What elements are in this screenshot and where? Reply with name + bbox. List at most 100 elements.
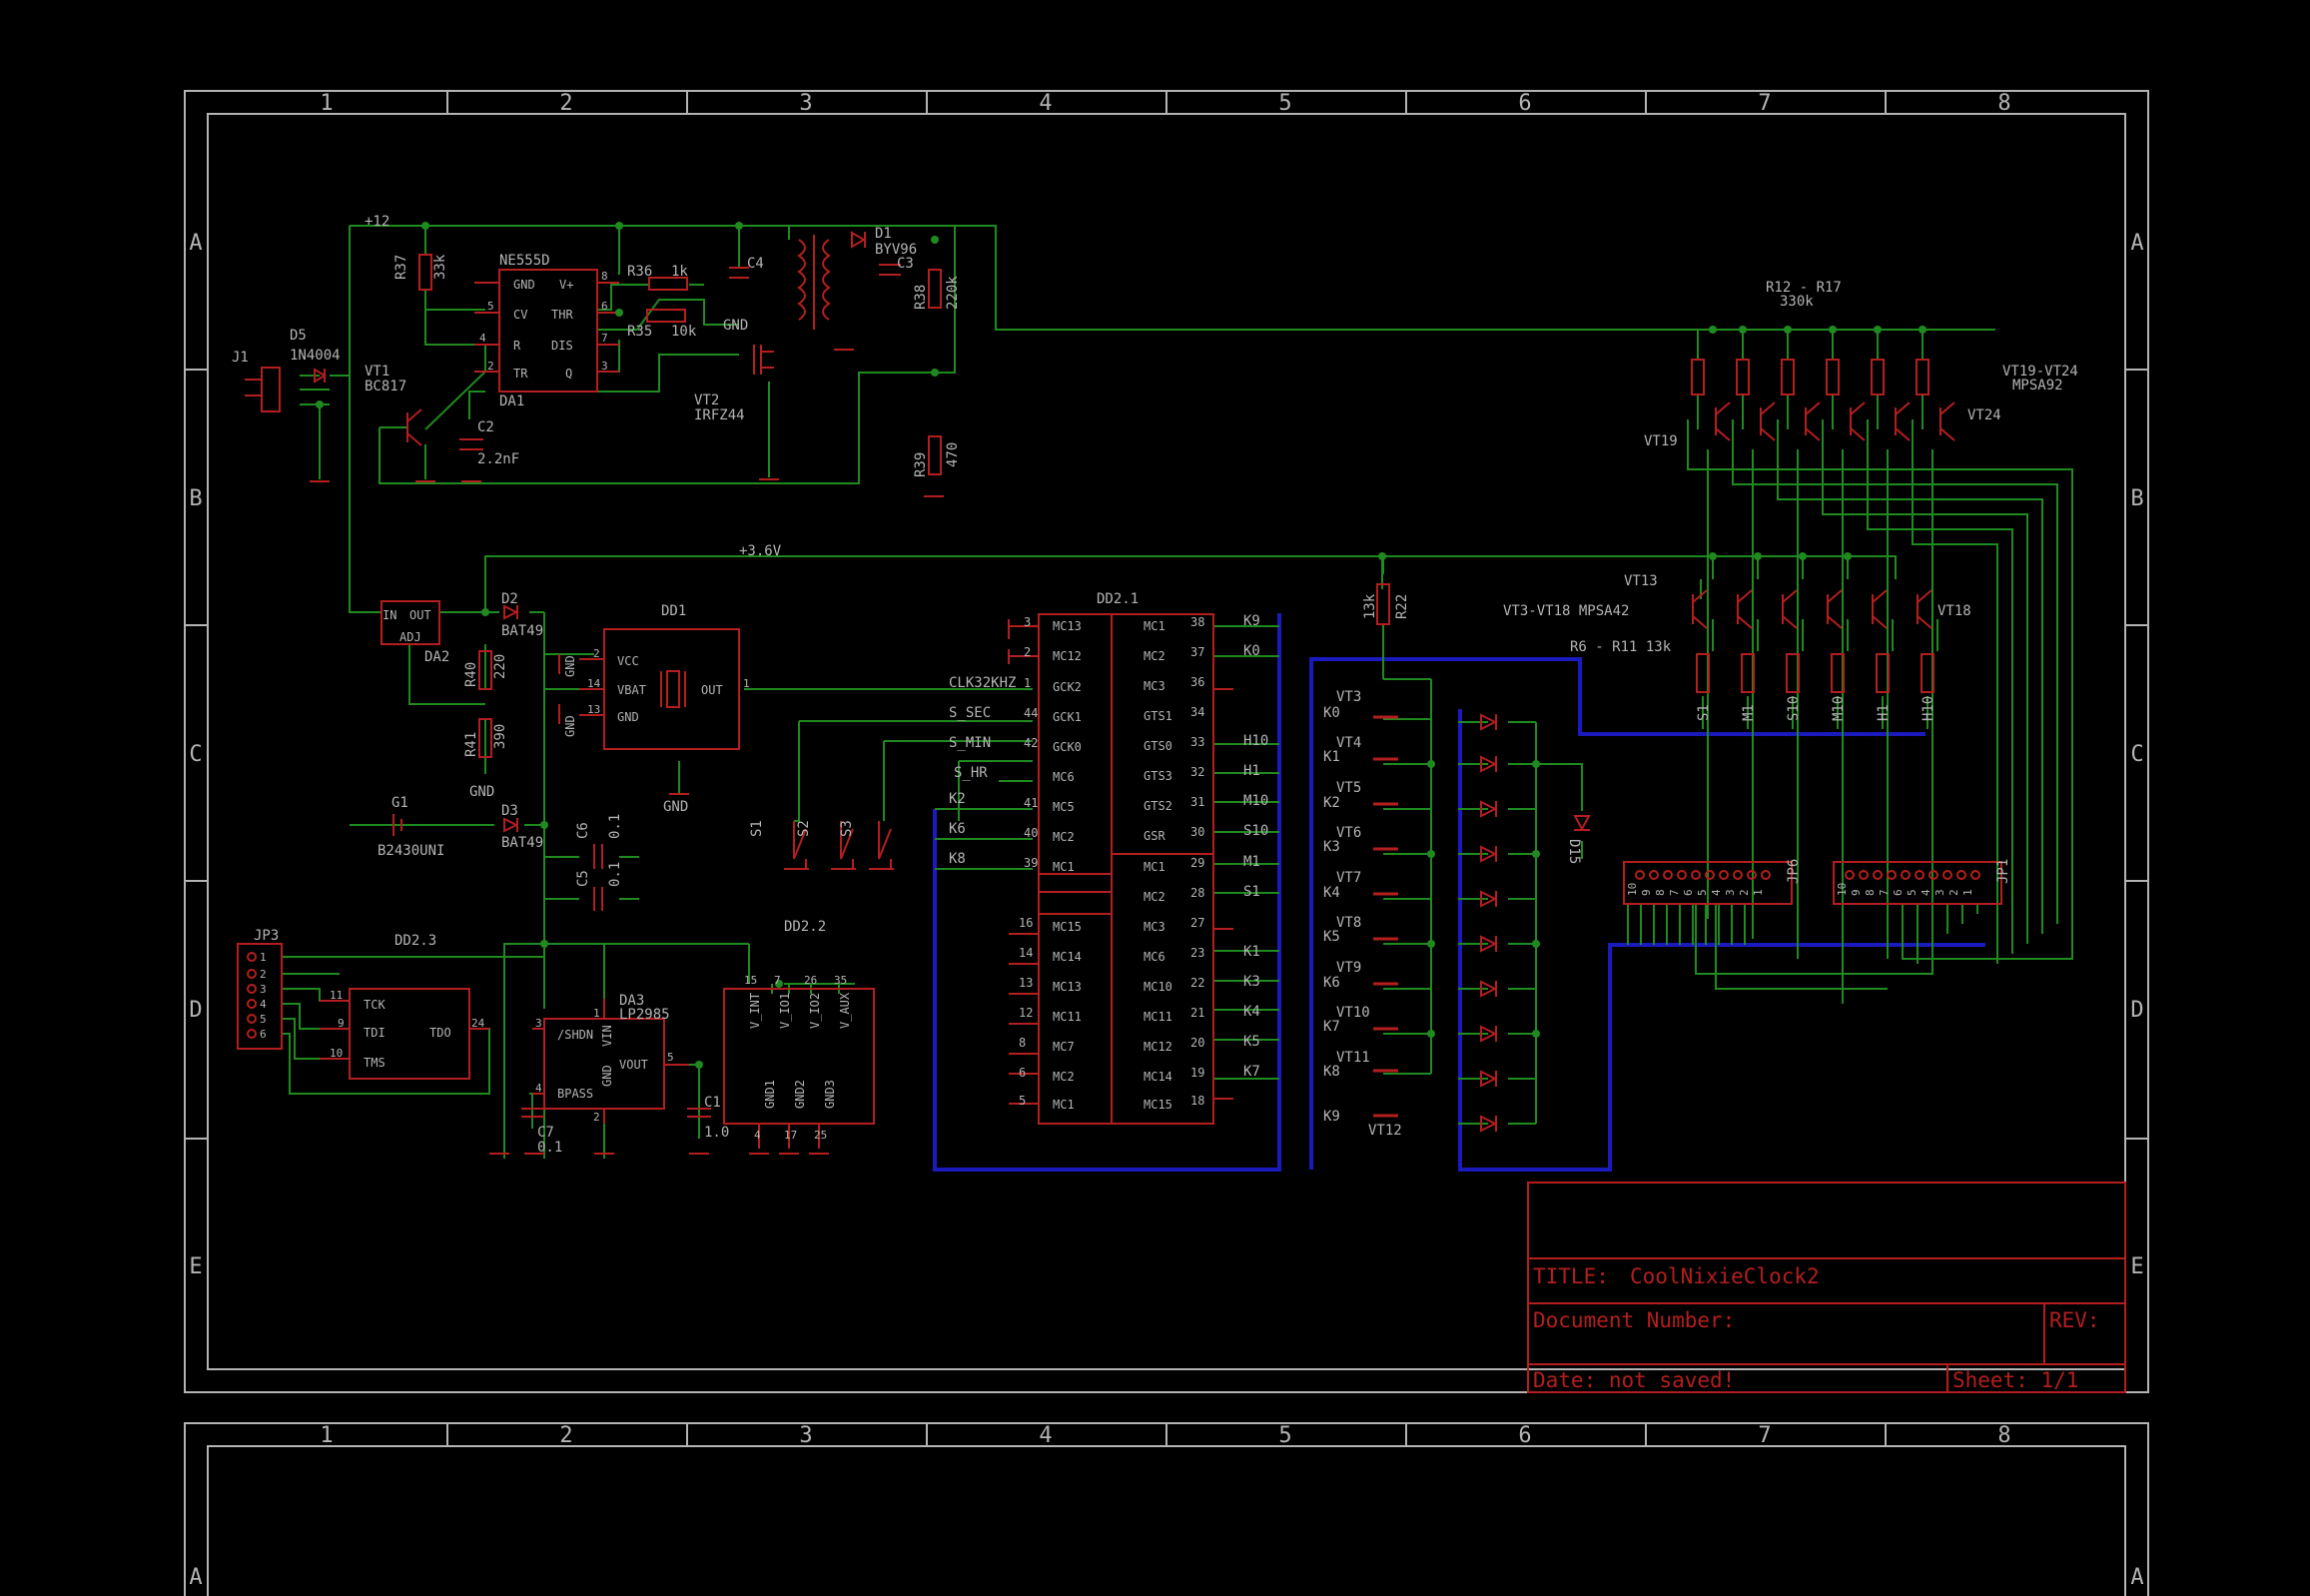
digit-driver-transistors <box>1373 715 1398 1118</box>
s-sec-net: S_SEC <box>949 705 991 721</box>
r41-value: 390 <box>492 724 508 749</box>
j1-connector <box>261 367 281 412</box>
cpld-pin-name: GCK1 <box>1053 710 1082 724</box>
r36-resistor <box>648 277 688 291</box>
jtag-tdi: TDI <box>364 1026 385 1040</box>
anode-resistor <box>1826 359 1840 396</box>
cathode-resistor <box>1696 653 1710 693</box>
driver-net-label: K3 <box>1323 839 1340 855</box>
col-label: 7 <box>1758 91 1771 116</box>
s3-label: S3 <box>839 820 855 837</box>
cpld-pin-number: 40 <box>1024 826 1038 840</box>
document-number-label: Document Number: <box>1533 1308 1735 1332</box>
r40-resistor <box>478 650 492 690</box>
vt3-18-label: VT3-VT18 MPSA42 <box>1503 603 1629 619</box>
gnd-label: GND <box>723 318 748 334</box>
pin-number: 26 <box>804 974 817 987</box>
title-label: TITLE: <box>1533 1264 1609 1288</box>
cpld-net-label: K1 <box>1243 944 1260 960</box>
row-label: E <box>189 1254 202 1279</box>
pin-number: 2 <box>487 360 494 373</box>
cpld-pin-number: 34 <box>1190 705 1204 719</box>
ne555-pin: R <box>513 339 521 353</box>
r38-label: R38 <box>913 285 929 310</box>
vt19-24-value: MPSA92 <box>2012 378 2063 394</box>
driver-net-label: K9 <box>1323 1109 1340 1125</box>
da3-pin: VIN <box>600 1025 614 1047</box>
cpld-pin-number: 28 <box>1190 886 1204 900</box>
d5-diode <box>314 368 327 384</box>
cpld-pin-number: 32 <box>1190 765 1204 779</box>
cpld-pin-number: 33 <box>1190 735 1204 749</box>
driver-transistor-label: VT7 <box>1336 870 1361 886</box>
jp1-pin-number: 4 <box>1920 889 1932 896</box>
r12-r17-label: R12 - R17 <box>1766 280 1842 296</box>
row-label: A <box>2130 1565 2143 1590</box>
d2-label: D2 <box>501 591 518 607</box>
jp6-pin-number: 2 <box>1738 889 1751 896</box>
driver-transistor-label: VT9 <box>1336 960 1361 976</box>
col-label: 8 <box>1997 91 2010 116</box>
vt19-label: VT19 <box>1644 433 1678 449</box>
row-label: B <box>189 486 202 511</box>
d3-value: BAT49 <box>501 835 543 851</box>
c7-value: 0.1 <box>537 1140 562 1156</box>
frame-labels: 1 2 3 4 5 6 7 8 1 2 3 4 5 6 7 8 A B C D … <box>189 91 2143 1590</box>
jp6-connector <box>1623 861 1793 905</box>
r35-value: 10k <box>671 324 697 340</box>
jp3-label: JP3 <box>254 928 279 944</box>
npn-transistors <box>1692 589 1932 629</box>
cpld-pin-name: MC11 <box>1053 1010 1082 1024</box>
cathode-resistor <box>1921 653 1934 693</box>
g1-label: G1 <box>391 795 408 811</box>
cpld-pin-number: 8 <box>1019 1036 1026 1050</box>
anode-resistor <box>1691 359 1705 396</box>
bus-lines <box>933 613 1985 1172</box>
col-label: 8 <box>1997 1423 2010 1448</box>
vt1-label: VT1 <box>365 364 389 380</box>
d15-diode <box>1573 815 1591 832</box>
pin-numbers: 8 5 6 7 4 2 3 2 14 13 1 11 9 10 24 15 7 … <box>330 270 847 1142</box>
jp6-pin-number: 8 <box>1654 889 1667 896</box>
cpld-pin-number: 37 <box>1190 645 1204 659</box>
r38-value: 220k <box>945 276 961 310</box>
jp3-pin-number: 5 <box>260 1013 267 1026</box>
cpld-net-label: H10 <box>1243 733 1268 749</box>
d1-value: BYV96 <box>875 242 917 258</box>
ne555-pin: TR <box>513 367 528 381</box>
cpld-pin-number: 1 <box>1024 676 1031 690</box>
col-label: 2 <box>559 1423 572 1448</box>
g1-value: B2430UNI <box>378 843 444 859</box>
cpld-pin-name: MC1 <box>1053 860 1075 874</box>
pin-number: 24 <box>471 1017 485 1030</box>
driver-transistor-label: VT10 <box>1336 1005 1370 1021</box>
cpld-pin-number: 44 <box>1024 706 1038 720</box>
s2-label: S2 <box>796 820 812 837</box>
cpld-pin-name: MC13 <box>1053 619 1082 633</box>
ne555-pin: V+ <box>559 278 573 292</box>
driver-net-label: K5 <box>1323 929 1340 945</box>
col-label: 5 <box>1278 91 1291 116</box>
r36-value: 1k <box>671 264 688 280</box>
jp1-connector <box>1833 861 2002 905</box>
pin-number: 14 <box>587 677 601 690</box>
vt18-label: VT18 <box>1937 603 1971 619</box>
jp1-label: JP1 <box>1995 859 2011 884</box>
r40-label: R40 <box>463 662 479 687</box>
col-label: 4 <box>1039 1423 1052 1448</box>
vt1-value: BC817 <box>365 379 406 395</box>
cpld-pin-number: 36 <box>1190 675 1204 689</box>
ne555-pin: GND <box>513 278 535 292</box>
r12-r17-value: 330k <box>1780 294 1814 310</box>
net-36v: +3.6V <box>739 543 782 559</box>
driver-transistor-label: VT4 <box>1336 735 1361 751</box>
c7-label: C7 <box>537 1125 554 1141</box>
c2-label: C2 <box>477 419 494 435</box>
title-value: CoolNixieClock2 <box>1630 1264 1820 1288</box>
pin-number: 4 <box>754 1129 761 1142</box>
driver-transistor-label: VT6 <box>1336 825 1361 841</box>
drawing-frame <box>184 90 2149 1596</box>
dd2-2-pin: V_INT <box>748 993 762 1029</box>
